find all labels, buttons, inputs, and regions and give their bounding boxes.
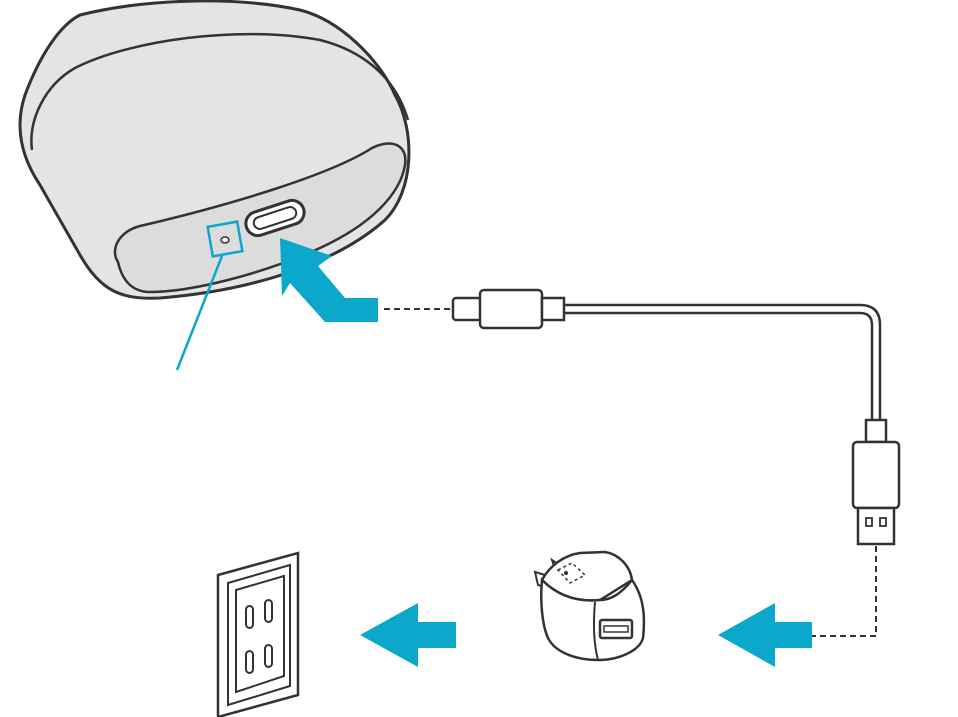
usb-power-adapter-icon: [533, 550, 646, 662]
status-led-indicator-icon: [206, 220, 244, 258]
charging-case-icon: [18, 0, 411, 371]
usb-a-plug-icon: [851, 440, 901, 510]
usb-c-to-usb-a-cable-icon: [384, 288, 901, 637]
case-lid-seam: [30, 32, 410, 151]
arrow-adapter-to-outlet: [360, 603, 456, 667]
usb-c-port-icon: [244, 198, 306, 238]
led-leader-line: [175, 255, 224, 371]
arrow-into-case-port: [280, 238, 378, 322]
dashed-connection-adapter: [812, 546, 877, 637]
arrow-cable-to-adapter: [718, 603, 812, 667]
wall-outlet-icon: [216, 551, 300, 717]
